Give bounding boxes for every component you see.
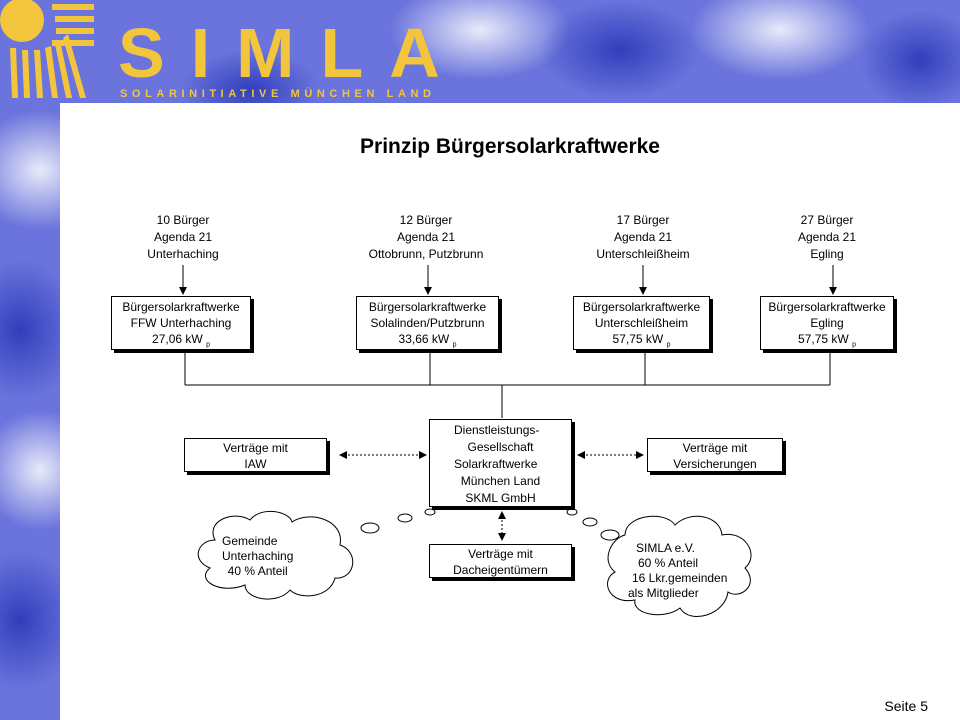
- citizen-group-4: 27 Bürger Agenda 21 Egling: [747, 212, 907, 263]
- plant-site: Solalinden/Putzbrunn: [370, 316, 485, 330]
- contract-line-2: Versicherungen: [673, 457, 757, 471]
- plant-power-line: 27,06 kW p: [112, 331, 250, 353]
- group-count: 12 Bürger: [399, 213, 453, 227]
- cloud-left-text: Gemeinde Unterhaching 40 % Anteil: [222, 534, 293, 579]
- cloud-line-2: Unterhaching: [222, 549, 294, 563]
- plant-box-2: Bürgersolarkraftwerke Solalinden/Putzbru…: [356, 296, 499, 350]
- center-line-2: Gesellschaft: [467, 440, 534, 454]
- group-count: 17 Bürger: [616, 213, 670, 227]
- logo-wordmark: SIMLA: [118, 14, 466, 92]
- plant-box-3: Bürgersolarkraftwerke Unterschleißheim 5…: [573, 296, 710, 350]
- plant-power: 57,75 kW: [798, 332, 849, 346]
- contract-line-2: IAW: [244, 457, 267, 471]
- cloud-right-shape: [607, 515, 752, 618]
- sun-logo-icon: [0, 0, 94, 98]
- center-line-5: SKML GmbH: [465, 491, 536, 505]
- plant-site: FFW Unterhaching: [130, 316, 232, 330]
- unit-subscript: p: [852, 341, 856, 349]
- plant-site: Egling: [810, 316, 844, 330]
- center-line-4: München Land: [460, 474, 541, 488]
- plant-power: 27,06 kW: [152, 332, 203, 346]
- plant-name: Bürgersolarkraftwerke: [768, 300, 886, 314]
- plant-site: Unterschleißheim: [594, 316, 689, 330]
- group-count: 10 Bürger: [156, 213, 210, 227]
- unit-subscript: p: [206, 341, 210, 349]
- contract-insurance-box: Verträge mit Versicherungen: [647, 438, 783, 472]
- group-count: 27 Bürger: [800, 213, 854, 227]
- cloud-right-text: SIMLA e.V. 60 % Anteil 16 Lkr.gemeinden …: [628, 541, 728, 601]
- page-number: Seite 5: [884, 698, 928, 714]
- contract-line-1: Verträge mit: [468, 547, 533, 561]
- logo-subtitle: SOLARINITIATIVE MÜNCHEN LAND: [120, 88, 436, 100]
- plant-power: 57,75 kW: [612, 332, 664, 346]
- contract-line-1: Verträge mit: [682, 441, 748, 455]
- content-panel: [60, 103, 960, 720]
- plant-name: Bürgersolarkraftwerke: [582, 300, 701, 314]
- cloud-line-3: 16 Lkr.gemeinden: [632, 571, 728, 585]
- unit-subscript: p: [452, 341, 457, 349]
- plant-box-4: Bürgersolarkraftwerke Egling 57,75 kW p: [760, 296, 894, 350]
- group-agenda: Agenda 21: [797, 230, 857, 244]
- group-place: Unterhaching: [147, 247, 219, 261]
- plant-power-line: 33,66 kW p: [357, 331, 498, 353]
- citizen-group-2: 12 Bürger Agenda 21 Ottobrunn, Putzbrunn: [346, 212, 506, 263]
- contract-iaw-box: Verträge mit IAW: [184, 438, 327, 472]
- group-agenda: Agenda 21: [396, 230, 456, 244]
- plant-power-line: 57,75 kW p: [761, 331, 893, 353]
- center-line-1: Dienstleistungs-: [454, 423, 540, 437]
- citizen-group-1: 10 Bürger Agenda 21 Unterhaching: [103, 212, 263, 263]
- unit-subscript: p: [666, 341, 671, 349]
- contract-roof-owners-box: Verträge mit Dacheigentümern: [429, 544, 572, 578]
- center-line-3: Solarkraftwerke: [454, 457, 538, 471]
- plant-name: Bürgersolarkraftwerke: [368, 300, 487, 314]
- group-place: Egling: [810, 247, 844, 261]
- plant-box-1: Bürgersolarkraftwerke FFW Unterhaching 2…: [111, 296, 251, 350]
- group-agenda: Agenda 21: [153, 230, 213, 244]
- cloud-line-4: als Mitglieder: [628, 586, 699, 600]
- plant-power-line: 57,75 kW p: [574, 331, 709, 353]
- citizen-group-3: 17 Bürger Agenda 21 Unterschleißheim: [563, 212, 723, 263]
- cloud-line-3: 40 % Anteil: [227, 564, 288, 578]
- contract-line-2: Dacheigentümern: [453, 563, 548, 577]
- cloud-line-2: 60 % Anteil: [638, 556, 699, 570]
- group-place: Ottobrunn, Putzbrunn: [368, 247, 484, 261]
- group-place: Unterschleißheim: [596, 247, 690, 261]
- page-title: Prinzip Bürgersolarkraftwerke: [360, 135, 660, 158]
- cloud-line-1: SIMLA e.V.: [636, 541, 695, 555]
- plant-power: 33,66 kW: [398, 332, 450, 346]
- cloud-left-shape: [197, 510, 354, 600]
- plant-name: Bürgersolarkraftwerke: [122, 300, 240, 314]
- contract-line-1: Verträge mit: [223, 441, 288, 455]
- cloud-line-1: Gemeinde: [222, 534, 278, 548]
- service-company-box: Dienstleistungs- Gesellschaft Solarkraft…: [429, 419, 572, 507]
- group-agenda: Agenda 21: [613, 230, 673, 244]
